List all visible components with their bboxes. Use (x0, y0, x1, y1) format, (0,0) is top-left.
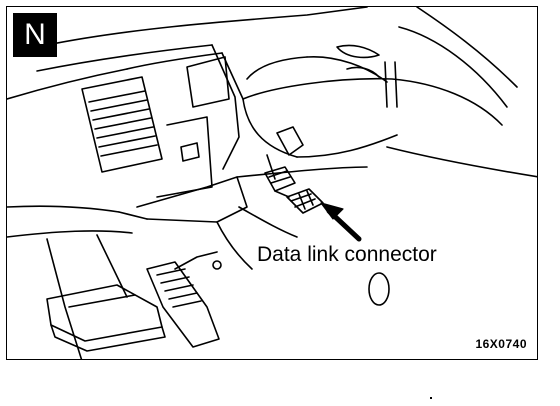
stray-mark (430, 397, 432, 399)
accelerator-pedal (146, 251, 220, 348)
air-vent (81, 76, 163, 173)
brake-pedal (46, 284, 166, 352)
figure-code: 16X0740 (475, 337, 527, 351)
callout-label: Data link connector (257, 243, 437, 266)
section-badge: N (13, 13, 57, 57)
dashboard-underside-illustration (7, 7, 537, 359)
illustration-frame: N Data link connector 16X0740 (6, 6, 538, 360)
lower-trim-panel (118, 56, 248, 223)
knee-panel (212, 146, 537, 306)
arrow-icon (320, 202, 362, 242)
floor-trim (7, 205, 133, 359)
steering-column-cover (242, 7, 518, 158)
